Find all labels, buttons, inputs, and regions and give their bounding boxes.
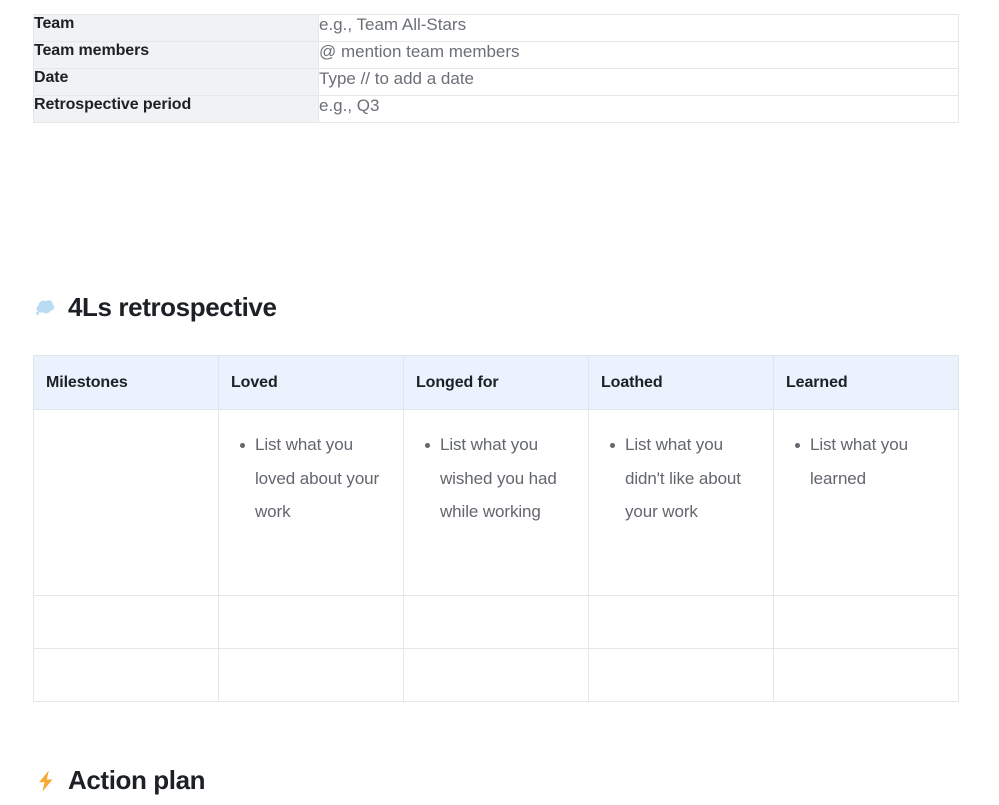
cell-loved[interactable]: List what you loved about your work bbox=[218, 409, 404, 596]
column-header-learned[interactable]: Learned bbox=[773, 355, 959, 410]
property-value-team-members[interactable]: @ mention team members bbox=[318, 41, 959, 69]
cell-longed-for-empty[interactable] bbox=[403, 648, 589, 702]
column-header-loathed[interactable]: Loathed bbox=[588, 355, 774, 410]
cell-learned-empty[interactable] bbox=[773, 648, 959, 702]
property-value-retrospective-period[interactable]: e.g., Q3 bbox=[318, 95, 959, 123]
high-voltage-icon bbox=[33, 768, 59, 794]
column-header-milestones[interactable]: Milestones bbox=[33, 355, 219, 410]
table-header-row: Milestones Loved Longed for Loathed Lear… bbox=[33, 355, 959, 410]
section-heading-four-ls: 4Ls retrospective bbox=[33, 292, 277, 323]
list-item: List what you learned bbox=[795, 428, 948, 495]
cell-learned[interactable]: List what you learned bbox=[773, 409, 959, 596]
property-label-team-members: Team members bbox=[33, 41, 319, 69]
section-heading-action-plan: Action plan bbox=[33, 765, 206, 796]
section-title-action-plan: Action plan bbox=[68, 765, 206, 795]
four-ls-retrospective-table: Milestones Loved Longed for Loathed Lear… bbox=[33, 355, 959, 702]
table-row bbox=[33, 595, 959, 649]
property-label-date: Date bbox=[33, 68, 319, 96]
column-header-loved[interactable]: Loved bbox=[218, 355, 404, 410]
property-value-date[interactable]: Type // to add a date bbox=[318, 68, 959, 96]
cell-milestones-empty[interactable] bbox=[33, 648, 219, 702]
table-row: Team members @ mention team members bbox=[33, 41, 959, 69]
cell-milestones[interactable] bbox=[33, 409, 219, 596]
cell-loved-empty[interactable] bbox=[218, 595, 404, 649]
list-item: List what you loved about your work bbox=[240, 428, 393, 529]
cell-loathed-empty[interactable] bbox=[588, 595, 774, 649]
cell-loved-empty[interactable] bbox=[218, 648, 404, 702]
list: List what you loved about your work bbox=[219, 410, 403, 539]
table-row: Date Type // to add a date bbox=[33, 68, 959, 96]
retrospective-properties-table: Team e.g., Team All-Stars Team members @… bbox=[33, 14, 959, 123]
cell-learned-empty[interactable] bbox=[773, 595, 959, 649]
list-item: List what you wished you had while worki… bbox=[425, 428, 578, 529]
cell-loathed-empty[interactable] bbox=[588, 648, 774, 702]
property-label-retrospective-period: Retrospective period bbox=[33, 95, 319, 123]
thought-balloon-icon bbox=[33, 295, 59, 321]
table-row bbox=[33, 648, 959, 702]
property-value-team[interactable]: e.g., Team All-Stars bbox=[318, 14, 959, 42]
cell-longed-for-empty[interactable] bbox=[403, 595, 589, 649]
list: List what you didn't like about your wor… bbox=[589, 410, 773, 539]
table-row: Retrospective period e.g., Q3 bbox=[33, 95, 959, 123]
list-item: List what you didn't like about your wor… bbox=[610, 428, 763, 529]
cell-milestones-empty[interactable] bbox=[33, 595, 219, 649]
column-header-longed-for[interactable]: Longed for bbox=[403, 355, 589, 410]
section-title-four-ls: 4Ls retrospective bbox=[68, 292, 277, 322]
property-label-team: Team bbox=[33, 14, 319, 42]
table-row: List what you loved about your work List… bbox=[33, 409, 959, 596]
list: List what you learned bbox=[774, 410, 958, 505]
table-row: Team e.g., Team All-Stars bbox=[33, 14, 959, 42]
cell-loathed[interactable]: List what you didn't like about your wor… bbox=[588, 409, 774, 596]
cell-longed-for[interactable]: List what you wished you had while worki… bbox=[403, 409, 589, 596]
list: List what you wished you had while worki… bbox=[404, 410, 588, 539]
